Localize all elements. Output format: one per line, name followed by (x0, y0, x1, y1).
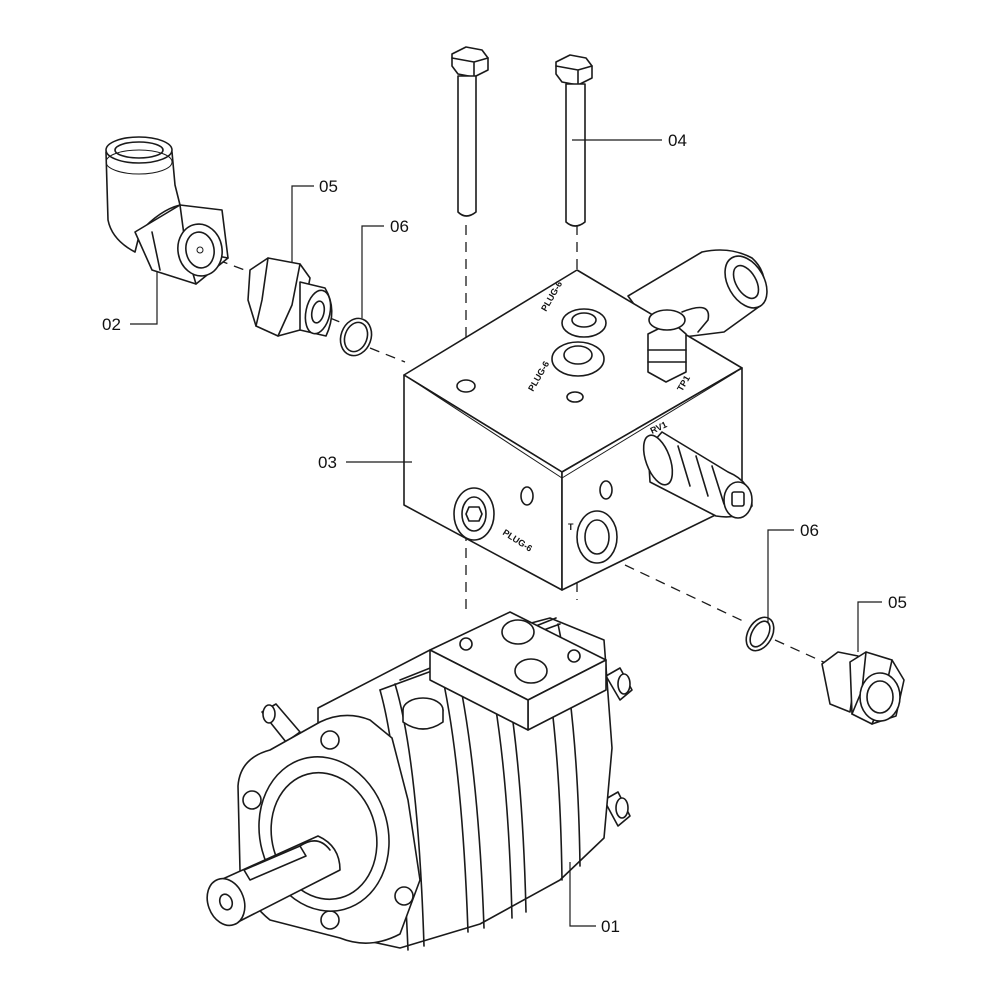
callout-05-right: 05 (888, 593, 907, 612)
elbow-fitting (105, 136, 229, 285)
adapter-fitting-top (247, 257, 333, 337)
callout-05-top: 05 (319, 177, 338, 196)
hydraulic-motor (206, 611, 633, 951)
callout-01: 01 (601, 917, 620, 936)
adapter-fitting-right (821, 651, 905, 725)
o-ring-top (339, 317, 373, 357)
o-ring-right (745, 616, 775, 652)
callout-06-top: 06 (390, 217, 409, 236)
callout-04: 04 (668, 131, 687, 150)
callout-06-right: 06 (800, 521, 819, 540)
valve-block: PLUG-6 PLUG-6 TP1 RV1 PLUG-6 T (403, 249, 768, 591)
bolt-left (451, 46, 489, 217)
leader-lines (130, 139, 882, 927)
callout-03: 03 (318, 453, 337, 472)
bolt-right (555, 54, 593, 227)
callout-02: 02 (102, 315, 121, 334)
mark-t: T (568, 522, 574, 532)
